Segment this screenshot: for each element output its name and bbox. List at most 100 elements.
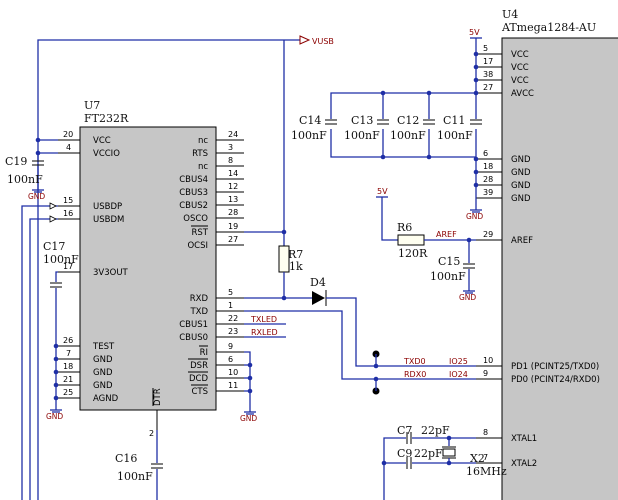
u4-pin-17-num: 17 — [483, 57, 493, 66]
gnd-bank-label: GND — [466, 212, 483, 221]
gnd-c19-label: GND — [28, 192, 45, 201]
crystal-section: C7 22pF C9 22pF X2 16MHz — [381, 424, 507, 500]
u7-pin-10-num: 10 — [228, 368, 238, 377]
u7-pin-28-num: 28 — [228, 208, 238, 217]
c17-ref: C17 — [43, 240, 65, 253]
u7-pin-nc1-name: nc — [198, 136, 208, 146]
u4-pin-10-name: PD1 (PCINT25/TXD0) — [511, 362, 599, 372]
u4-pin-5-num: 5 — [483, 44, 488, 53]
u4-value: ATmega1284-AU — [501, 21, 596, 34]
gnd-u7-label: GND — [46, 412, 63, 421]
v5-top-label: 5V — [469, 28, 480, 37]
c13-value: 100nF — [344, 129, 380, 142]
u7-pin-6-num: 6 — [228, 355, 233, 364]
u7-pin-usbdp-name: USBDP — [93, 202, 122, 212]
u7-pin-cts-name: CTS — [191, 387, 208, 397]
u7-pin-22-num: 22 — [228, 314, 238, 323]
c16-capacitor: C16 100nF — [115, 430, 163, 500]
c15-value: 100nF — [430, 270, 466, 283]
u7-pin-14-num: 14 — [228, 169, 238, 178]
c17-capacitor: C17 100nF GND — [43, 240, 79, 421]
gnd-ctrl-label: GND — [240, 414, 257, 423]
c14-value: 100nF — [291, 129, 327, 142]
u7-pin-ocsi-name: OCSI — [187, 241, 208, 251]
u7-pin-18-num: 18 — [63, 362, 73, 371]
c11-capacitor: C11 100nF — [437, 114, 482, 142]
u4-pin-9-name: PD0 (PCINT24/RXD0) — [511, 375, 600, 385]
u7-pin-15-num: 15 — [63, 196, 73, 205]
u7-pin-9-num: 9 — [228, 342, 233, 351]
c12-value: 100nF — [390, 129, 426, 142]
c15-ref: C15 — [438, 255, 460, 268]
c9-value: 22pF — [414, 447, 443, 460]
u4-pin-7-name: XTAL2 — [511, 459, 537, 469]
u4-chip: U4 ATmega1284-AU 5 17 38 27 6 18 28 39 2… — [476, 8, 618, 500]
c19-capacitor: C19 100nF — [5, 153, 44, 190]
u7-pin-test-name: TEST — [92, 342, 115, 352]
u4-pin-27-name: AVCC — [511, 89, 534, 99]
u7-pin-dsr-name: DSR — [190, 361, 208, 371]
gnd-aref-label: GND — [459, 293, 476, 302]
c13-capacitor: C13 100nF — [344, 114, 389, 142]
u7-pin-vcc-name: VCC — [93, 136, 111, 146]
d4-ref: D4 — [310, 276, 326, 289]
io25-label: IO25 — [449, 357, 468, 366]
rxled-label: RXLED — [251, 328, 278, 337]
x2-ref: X2 — [470, 452, 485, 465]
u7-pin-agnd-name: AGND — [93, 394, 119, 404]
c7-value: 22pF — [421, 424, 450, 437]
u7-pin-gnd3-name: GND — [93, 381, 113, 391]
r7-value: 1k — [289, 260, 303, 273]
txled-label: TXLED — [250, 315, 277, 324]
vusb-label: VUSB — [312, 37, 334, 46]
u4-pin-10-num: 10 — [483, 356, 493, 365]
u7-pin-vccio-name: VCCIO — [93, 149, 120, 159]
u4-pin-5-name: VCC — [511, 50, 529, 60]
aref-label: AREF — [436, 230, 457, 239]
u7-value: FT232R — [84, 112, 129, 125]
c14-capacitor: C14 100nF — [291, 114, 337, 142]
u7-pin-23-num: 23 — [228, 327, 238, 336]
u7-pin-usbdm-name: USBDM — [93, 215, 124, 225]
u7-pin-gnd1-name: GND — [93, 355, 113, 365]
r6-value: 120R — [398, 247, 428, 260]
u4-pin-29-num: 29 — [483, 230, 493, 239]
u7-pin-25-num: 25 — [63, 388, 73, 397]
u4-pin-38-name: VCC — [511, 76, 529, 86]
u7-pin-cbus1-name: CBUS1 — [179, 320, 208, 330]
vcc-bank: 5V GND — [330, 28, 483, 221]
u7-pin-dtr-name: DTR — [153, 388, 163, 406]
u7-pin-19-num: 19 — [228, 222, 238, 231]
u7-pin-txd-name: TXD — [189, 307, 208, 317]
c17-value: 100nF — [43, 253, 79, 266]
u7-pin-1-num: 1 — [228, 301, 233, 310]
u7-pin-7-num: 7 — [66, 349, 71, 358]
u7-pin-dcd-name: DCD — [189, 374, 208, 384]
r7-resistor: R7 1k — [244, 229, 303, 298]
u4-ref: U4 — [502, 8, 518, 21]
u7-pin-osco-name: OSCO — [183, 214, 208, 224]
u7-pin-nc2-name: nc — [198, 162, 208, 172]
u7-chip: U7 FT232R 20 4 15 16 17 26 7 18 21 25 VC… — [58, 99, 244, 438]
u4-pin-27-num: 27 — [483, 83, 493, 92]
c13-ref: C13 — [351, 114, 373, 127]
gnd-c19: GND — [28, 189, 45, 201]
u7-pin-cbus3-name: CBUS3 — [179, 188, 208, 198]
u7-pin-ri-name: RI — [200, 348, 208, 358]
u7-pin-11-num: 11 — [228, 381, 238, 390]
r7-ref: R7 — [288, 248, 303, 261]
u4-pin-8-name: XTAL1 — [511, 434, 537, 444]
u4-pin-18-num: 18 — [483, 162, 493, 171]
u4-pin-28-num: 28 — [483, 175, 493, 184]
c19-value: 100nF — [7, 173, 43, 186]
v5-aref-label: 5V — [377, 187, 388, 196]
u7-pin-gnd2-name: GND — [93, 368, 113, 378]
r6-ref: R6 — [397, 221, 412, 234]
c16-value: 100nF — [117, 470, 153, 483]
u7-pin-5-num: 5 — [228, 288, 233, 297]
u4-pin-18-name: GND — [511, 168, 531, 178]
u7-pin-12-num: 12 — [228, 182, 238, 191]
usb-lines — [21, 202, 58, 500]
aref-net: 5V R6 120R AREF GND C15 100nF — [376, 187, 476, 302]
